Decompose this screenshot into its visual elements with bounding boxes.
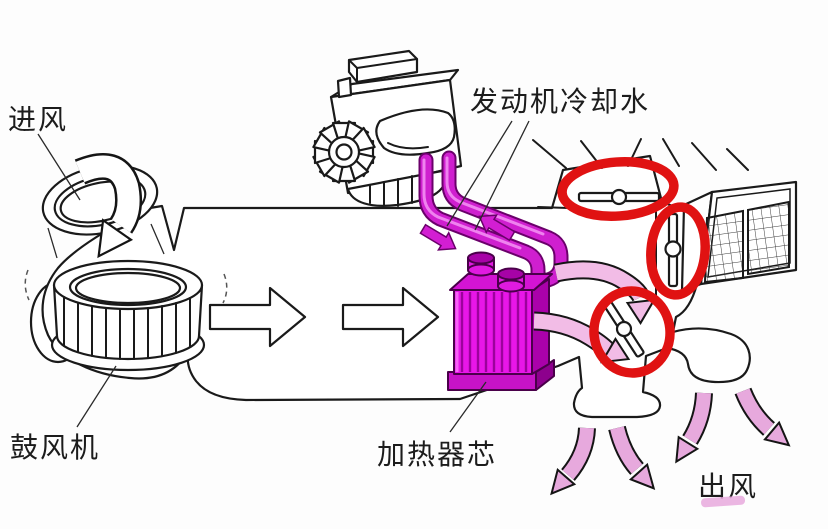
engine-intake-panel: [375, 108, 456, 156]
coolant-flow-arrow-supply: [419, 223, 457, 251]
highlight-circle-defrost-flap: [557, 157, 679, 221]
grille-mesh-left: [703, 209, 744, 284]
label-heater-core: 加热器芯: [377, 439, 497, 470]
heater-core: [447, 251, 555, 391]
engine-fan: [312, 120, 376, 184]
rotation-marks: [24, 269, 228, 304]
inlet-airflow-arrow: [74, 152, 142, 259]
highlight-circles: [557, 157, 710, 378]
face-vent-flap: [664, 212, 682, 288]
vent-grille: [680, 180, 798, 293]
heater-core-fins: [460, 292, 528, 372]
leader-engine-coolant: [446, 120, 530, 231]
label-air-inlet: 进风: [8, 104, 68, 135]
outlet-arrow-left-1: [550, 427, 596, 496]
outlet-arrow-right-2: [734, 387, 791, 447]
outlet-arrow-right-1: [675, 392, 713, 464]
leader-heater-core: [449, 381, 487, 433]
heater-core-port-2: [497, 267, 525, 293]
blower-fan: [24, 259, 228, 372]
leader-blower: [76, 365, 117, 428]
coolant-flow-arrow-return: [478, 214, 516, 242]
grille-mesh-right: [747, 200, 790, 276]
label-engine-coolant: 发动机冷却水: [470, 86, 650, 117]
label-blower: 鼓风机: [10, 432, 100, 463]
heater-core-port-1: [467, 251, 495, 277]
duct-airflow-arrow-1: [208, 286, 307, 348]
outlet-arrow-left-2: [608, 425, 656, 491]
engine-valve-cover: [347, 49, 419, 84]
duct-airflow-arrow-2: [341, 286, 440, 348]
pink-smudge: [701, 495, 746, 508]
blower-ribs: [63, 296, 191, 360]
defroster-air-lines: [532, 138, 749, 209]
leader-air-inlet: [37, 133, 81, 201]
highlight-circle-face-flap: [646, 202, 710, 300]
highlight-circle-mix-flap: [589, 286, 675, 378]
defrost-flap: [577, 188, 661, 206]
